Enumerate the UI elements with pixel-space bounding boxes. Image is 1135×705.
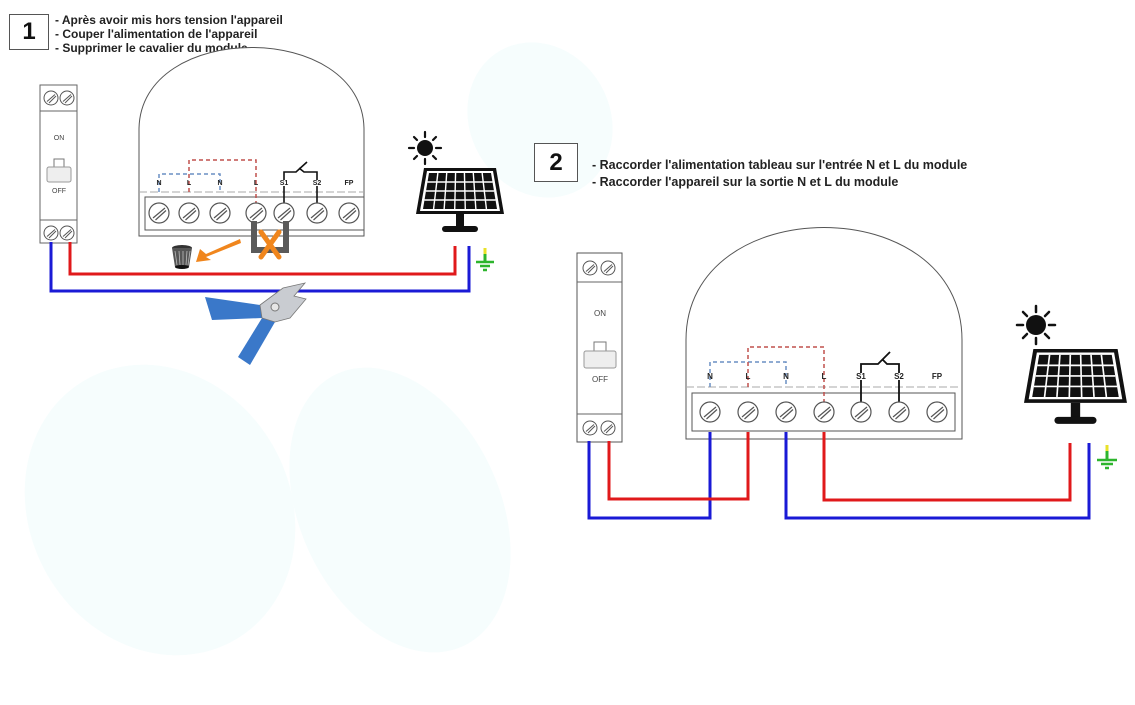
terminal-screw [813,401,835,423]
step-2-instructions: - Raccorder l'alimentation tableau sur l… [592,157,967,191]
step-1-number: 1 [9,14,49,50]
breaker-1-on-label: ON [54,135,65,142]
module-1: N L N L S1 S2 FP [138,47,365,237]
module-2-terminal-labels: N L N L S1 S2 FP [707,372,943,381]
step-1-line-1: - Après avoir mis hors tension l'apparei… [55,13,283,27]
circuit-breaker-2: ON OFF [576,252,623,443]
terminal-screw [926,401,948,423]
terminal-screw [306,202,328,224]
live-wire-supply [607,432,750,501]
terminal-label: S2 [313,180,322,187]
module-1-terminal-labels: N L N L S1 S2 FP [156,180,353,187]
switch-symbol [283,161,318,180]
terminal-label: N [707,372,713,381]
step-2-line-1: - Raccorder l'alimentation tableau sur l… [592,158,968,172]
terminal-label: N [217,180,222,187]
terminal-label: L [254,180,259,187]
terminal-label: L [187,180,192,187]
terminal-screw [737,401,759,423]
switch-symbol [860,351,900,373]
terminal-screw [245,202,267,224]
trash-icon [172,245,192,269]
arrow-icon [196,239,241,262]
terminal-label: S1 [856,372,866,381]
live-wire-load [822,432,1072,502]
step-1-line-2: - Couper l'alimentation de l'appareil [55,27,258,41]
breaker-2-off-label: OFF [592,375,608,384]
breaker-1-off-label: OFF [52,188,66,195]
wire-cutter-icon [205,282,307,365]
internal-live-link [747,346,825,403]
step-2-number-text: 2 [549,148,563,176]
terminal-screw [699,401,721,423]
terminal-label: N [156,180,161,187]
step-2-number: 2 [534,143,578,182]
step-1-instructions: - Après avoir mis hors tension l'apparei… [55,13,283,55]
terminal-screw [209,202,231,224]
terminal-screw [338,202,360,224]
sun-icon [1015,304,1057,346]
ground-icon [1097,445,1117,470]
sun-icon [407,130,443,166]
internal-neutral-link [158,173,221,192]
terminal-screw [178,202,200,224]
terminal-screw [775,401,797,423]
solar-panel-icon [1024,349,1127,424]
internal-live-link [188,159,257,206]
terminal-label: FP [345,180,354,187]
breaker-2-on-label: ON [594,309,606,318]
solar-panel-icon [416,168,504,232]
terminal-label: S1 [280,180,289,187]
neutral-wire-load [784,432,1091,520]
step-1-line-3: - Supprimer le cavalier du module [55,41,248,55]
cross-icon [258,229,282,260]
ground-icon [476,248,494,272]
circuit-breaker-1: ON OFF [39,84,78,244]
neutral-wire-supply [587,432,712,520]
live-wire [68,242,457,276]
terminal-label: S2 [894,372,904,381]
terminal-screw [273,202,295,224]
step-2-line-2: - Raccorder l'appareil sur la sortie N e… [592,175,899,189]
jumper-cavalier [251,221,289,253]
terminal-screw [148,202,170,224]
terminal-label: N [783,372,789,381]
module-2: N L N L S1 S2 FP [685,227,963,440]
terminal-screw [850,401,872,423]
terminal-label: FP [932,372,943,381]
terminal-label: L [746,372,751,381]
terminal-label: L [822,372,827,381]
terminal-screw [888,401,910,423]
step-1-number-text: 1 [22,18,36,45]
neutral-wire [49,242,471,293]
